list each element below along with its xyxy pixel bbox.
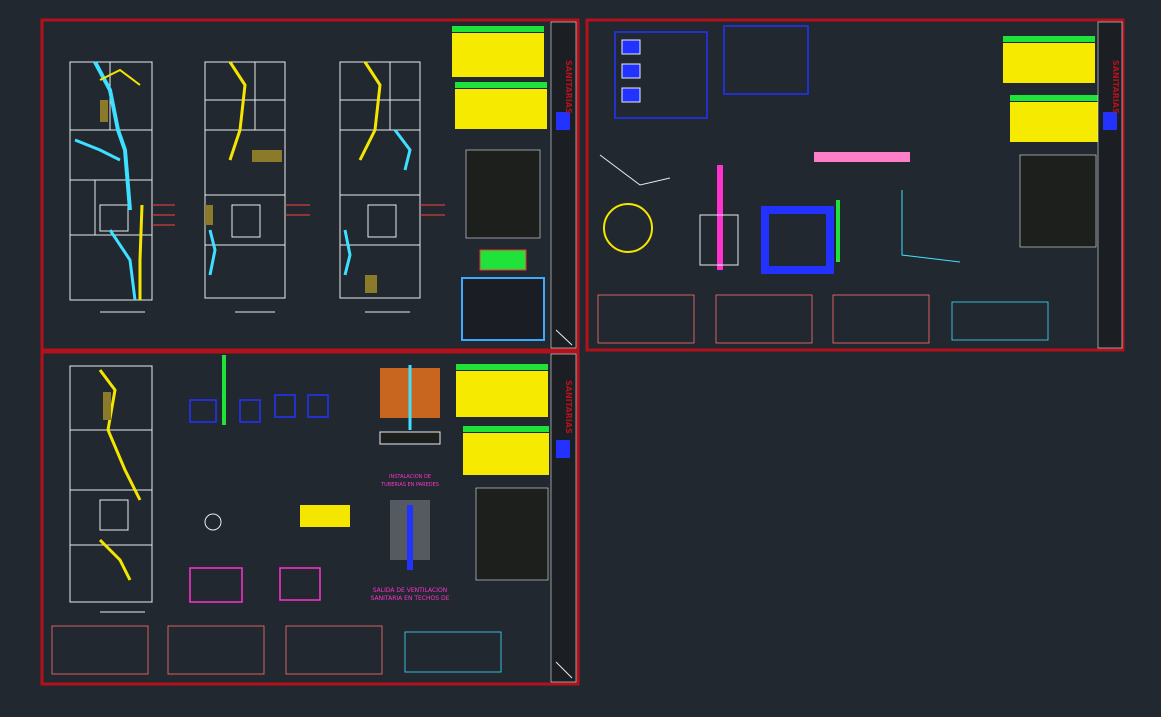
floor-plan-4[interactable]	[69, 365, 153, 613]
sheet-3-notes[interactable]	[51, 364, 549, 675]
magnifier-icon	[555, 661, 573, 679]
logo-icon	[556, 112, 570, 130]
sheet-3-title-block[interactable]	[550, 353, 577, 683]
floor-plan-1[interactable]	[69, 61, 175, 313]
installation-label-2: TUBERIAS EN PAREDES	[380, 482, 439, 488]
sheet-1-notes[interactable]	[452, 26, 547, 341]
sheet-1-title: SANITARIAS	[564, 60, 573, 114]
sheet-2-border	[585, 18, 1125, 352]
sheet-2-details[interactable]	[599, 25, 961, 274]
logo-icon	[1103, 112, 1117, 130]
sheet-1-border	[40, 18, 580, 352]
sheet-2[interactable]: SANITARIAS	[585, 18, 1125, 352]
sheet-2-title: SANITARIAS	[1111, 60, 1120, 114]
sheet-1-title-block[interactable]	[550, 21, 577, 349]
sheet-3[interactable]: INSTALACION DE TUBERIAS EN PAREDES SALID…	[40, 350, 580, 686]
sheet-2-notes[interactable]	[597, 36, 1098, 344]
sheet-2-title-block[interactable]	[1097, 21, 1123, 349]
sheet-1[interactable]: SANITARIAS	[40, 18, 580, 352]
sheet-3-title: SANITARIAS	[564, 380, 573, 434]
floor-plan-3[interactable]	[339, 61, 445, 313]
sheet-3-details[interactable]	[189, 355, 441, 603]
vent-label-1: SALIDA DE VENTILACION	[373, 587, 447, 594]
sheet-3-border	[40, 350, 580, 686]
floor-plan-2[interactable]	[204, 61, 310, 313]
logo-icon	[556, 440, 570, 458]
vent-label-2: SANITARIA EN TECHOS DE	[371, 595, 450, 602]
installation-label-1: INSTALACION DE	[389, 474, 431, 480]
magnifier-icon	[555, 329, 573, 346]
